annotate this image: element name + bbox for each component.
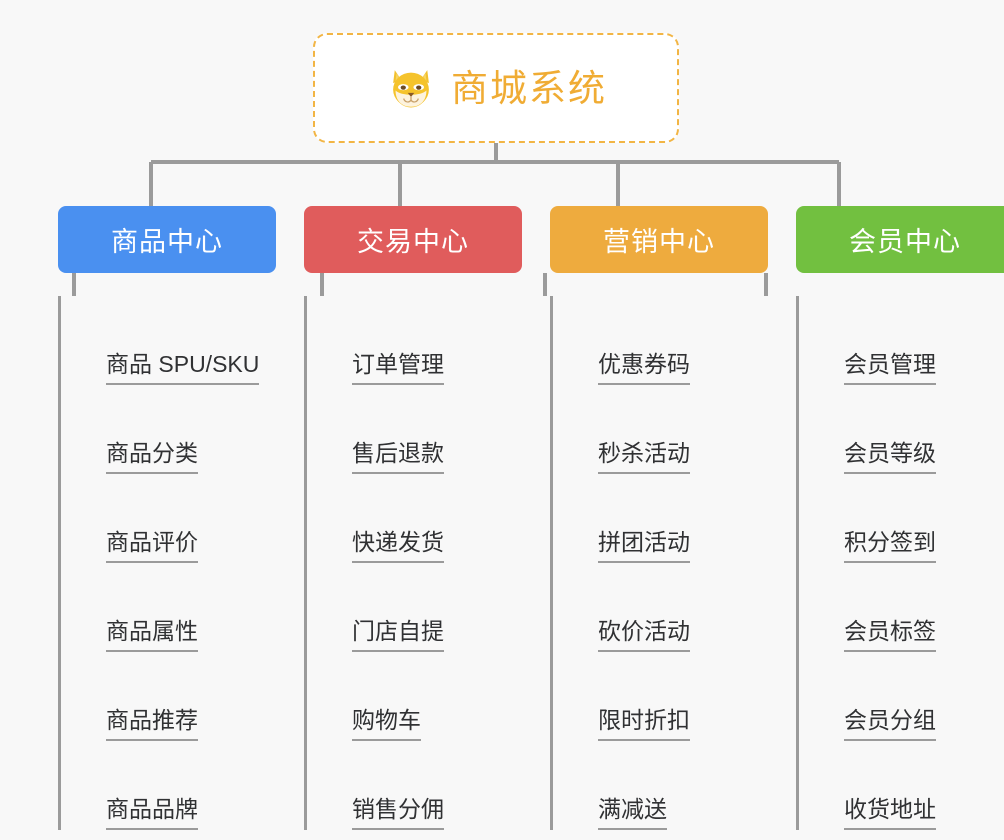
list-item[interactable]: 会员管理: [814, 296, 1004, 385]
category-header-0[interactable]: 商品中心: [58, 206, 276, 273]
sub-item-label: 门店自提: [352, 618, 444, 652]
sub-item-label: 优惠券码: [598, 351, 690, 385]
column-marketing-center: 营销中心 优惠券码 秒杀活动 拼团活动 砍价活动 限时折扣 满减送: [550, 206, 768, 830]
category-columns: 商品中心 商品 SPU/SKU 商品分类 商品评价 商品属性 商品推荐 商品品牌…: [0, 206, 1004, 830]
list-item[interactable]: 商品评价: [76, 474, 276, 563]
category-header-1[interactable]: 交易中心: [304, 206, 522, 273]
sub-item-label: 商品品牌: [106, 796, 198, 830]
root-title: 商城系统: [451, 67, 607, 109]
sub-item-label: 满减送: [598, 796, 667, 830]
sub-list-2: 优惠券码 秒杀活动 拼团活动 砍价活动 限时折扣 满减送: [550, 296, 768, 830]
sub-list-1: 订单管理 售后退款 快递发货 门店自提 购物车 销售分佣: [304, 296, 522, 830]
sub-item-label: 秒杀活动: [598, 440, 690, 474]
list-item[interactable]: 拼团活动: [568, 474, 768, 563]
sub-item-label: 限时折扣: [598, 707, 690, 741]
list-item[interactable]: 秒杀活动: [568, 385, 768, 474]
sub-item-label: 销售分佣: [352, 796, 444, 830]
list-item[interactable]: 快递发货: [322, 474, 522, 563]
list-item[interactable]: 限时折扣: [568, 652, 768, 741]
sub-item-label: 砍价活动: [598, 618, 690, 652]
list-item[interactable]: 优惠券码: [568, 296, 768, 385]
sub-item-label: 订单管理: [352, 351, 444, 385]
sub-item-label: 商品推荐: [106, 707, 198, 741]
list-item[interactable]: 购物车: [322, 652, 522, 741]
column-trade-center: 交易中心 订单管理 售后退款 快递发货 门店自提 购物车 销售分佣: [304, 206, 522, 830]
sub-item-label: 商品属性: [106, 618, 198, 652]
sub-item-label: 售后退款: [352, 440, 444, 474]
sub-item-label: 商品评价: [106, 529, 198, 563]
list-item[interactable]: 订单管理: [322, 296, 522, 385]
column-member-center: 会员中心 会员管理 会员等级 积分签到 会员标签 会员分组 收货地址: [796, 206, 1004, 830]
list-item[interactable]: 收货地址: [814, 741, 1004, 830]
sub-item-label: 快递发货: [352, 529, 444, 563]
list-item[interactable]: 会员分组: [814, 652, 1004, 741]
sub-item-label: 积分签到: [844, 529, 936, 563]
sub-item-label: 会员等级: [844, 440, 936, 474]
list-item[interactable]: 商品推荐: [76, 652, 276, 741]
column-product-center: 商品中心 商品 SPU/SKU 商品分类 商品评价 商品属性 商品推荐 商品品牌: [58, 206, 276, 830]
sub-item-label: 购物车: [352, 707, 421, 741]
list-item[interactable]: 会员等级: [814, 385, 1004, 474]
sub-item-label: 收货地址: [844, 796, 936, 830]
list-item[interactable]: 门店自提: [322, 563, 522, 652]
list-item[interactable]: 售后退款: [322, 385, 522, 474]
category-header-3[interactable]: 会员中心: [796, 206, 1004, 273]
root-node[interactable]: 商城系统: [313, 33, 679, 143]
category-header-2[interactable]: 营销中心: [550, 206, 768, 273]
list-item[interactable]: 商品品牌: [76, 741, 276, 830]
sub-item-label: 会员管理: [844, 351, 936, 385]
sub-item-label: 会员标签: [844, 618, 936, 652]
list-item[interactable]: 满减送: [568, 741, 768, 830]
list-item[interactable]: 积分签到: [814, 474, 1004, 563]
sub-list-0: 商品 SPU/SKU 商品分类 商品评价 商品属性 商品推荐 商品品牌: [58, 296, 276, 830]
list-item[interactable]: 商品属性: [76, 563, 276, 652]
list-item[interactable]: 砍价活动: [568, 563, 768, 652]
sub-item-label: 拼团活动: [598, 529, 690, 563]
sub-list-3: 会员管理 会员等级 积分签到 会员标签 会员分组 收货地址: [796, 296, 1004, 830]
list-item[interactable]: 商品分类: [76, 385, 276, 474]
list-item[interactable]: 商品 SPU/SKU: [76, 296, 276, 385]
sub-item-label: 商品分类: [106, 440, 198, 474]
sub-item-label: 商品 SPU/SKU: [106, 351, 260, 385]
sub-item-label: 会员分组: [844, 707, 936, 741]
shiba-dog-icon: [393, 70, 429, 108]
list-item[interactable]: 销售分佣: [322, 741, 522, 830]
list-item[interactable]: 会员标签: [814, 563, 1004, 652]
